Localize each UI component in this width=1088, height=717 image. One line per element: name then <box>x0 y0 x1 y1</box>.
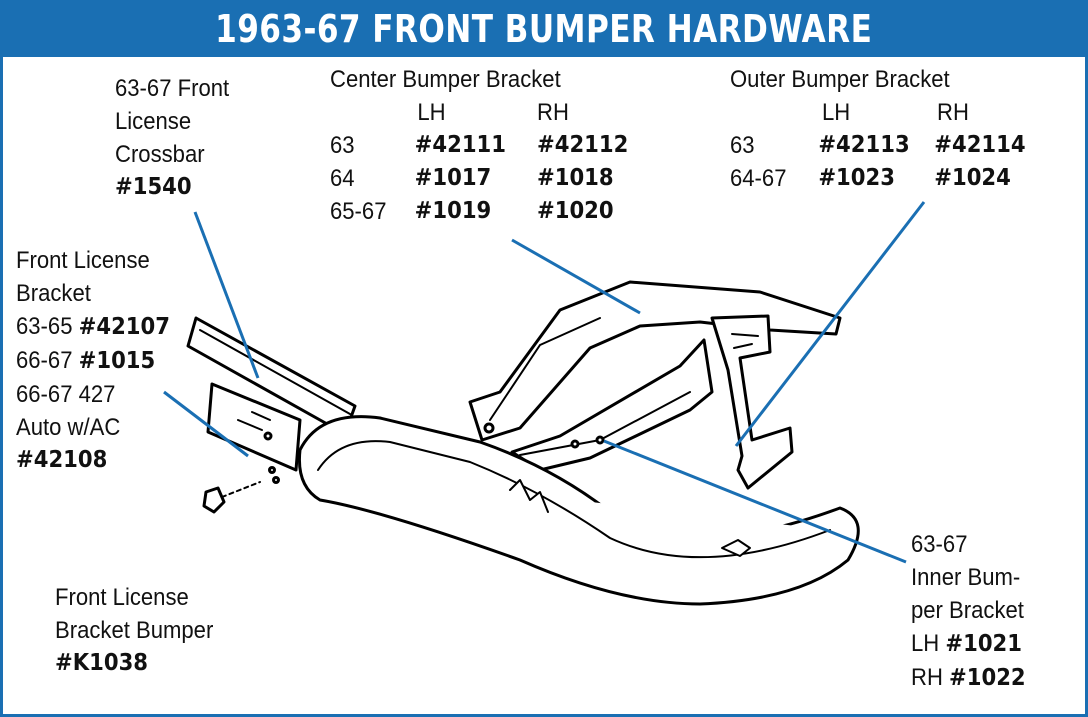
outer-bracket-table: Outer Bumper Bracket LH RH 63 #42113 #42… <box>730 63 1026 203</box>
license-bracket-part-3: #42108 <box>16 447 108 473</box>
inner-bracket-lh-part: #1021 <box>945 631 1023 657</box>
title-bar: 1963-67 FRONT BUMPER HARDWARE <box>0 0 1088 57</box>
license-bracket-line-3: 66-67 427 <box>16 381 116 408</box>
inner-bracket-line-3: per Bracket <box>911 597 1024 624</box>
crossbar-label: 63-67 Front License Crossbar #1540 <box>115 72 229 204</box>
outer-bracket-rh-part: #42114 <box>934 132 1026 158</box>
bracket-bumper-part-number: #K1038 <box>55 650 149 676</box>
license-bracket-line-4: Auto w/AC <box>16 414 121 441</box>
center-bracket-year: 65-67 <box>330 198 387 225</box>
bracket-bumper-line-1: Front License <box>55 584 189 611</box>
leader-line-license-bracket <box>163 390 249 458</box>
crossbar-line-1: 63-67 Front <box>115 75 230 102</box>
outer-bracket-title: Outer Bumper Bracket <box>730 66 950 93</box>
inner-bracket-label: 63-67 Inner Bum- per Bracket LH #1021 RH… <box>911 528 1026 695</box>
center-bracket-lh-header: LH <box>417 99 446 126</box>
center-bracket-lh-part: #1017 <box>414 165 492 191</box>
inner-bracket-line-1: 63-67 <box>911 531 968 558</box>
license-bracket-line-2: Bracket <box>16 280 91 307</box>
outer-bracket-year: 64-67 <box>730 165 787 192</box>
bracket-bumper-label: Front License Bracket Bumper #K1038 <box>55 581 213 680</box>
bracket-bumper-shape <box>202 486 226 514</box>
inner-bracket-line-2: Inner Bum- <box>911 564 1021 591</box>
center-bracket-rh-part: #1020 <box>537 198 614 224</box>
license-bracket-row-1: 63-65 #42107 <box>16 313 170 340</box>
inner-bracket-lh-row: LH #1021 <box>911 630 1023 657</box>
center-bracket-lh-part: #42111 <box>414 132 506 158</box>
license-bracket-part-2: #1015 <box>78 348 156 374</box>
center-bracket-table: Center Bumper Bracket LH RH 63 #42111 #4… <box>330 63 628 233</box>
leader-line-crossbar <box>193 211 260 379</box>
center-bracket-title: Center Bumper Bracket <box>330 66 561 93</box>
bracket-bumper-line-2: Bracket Bumper <box>55 617 214 644</box>
outer-bracket-lh-part: #1023 <box>818 165 895 191</box>
page-title: 1963-67 FRONT BUMPER HARDWARE <box>215 6 873 51</box>
leader-line-outer-bracket <box>734 201 926 447</box>
center-bracket-year: 64 <box>330 165 355 192</box>
leader-line-inner-bracket <box>603 439 907 564</box>
inner-bracket-rh-part: #1022 <box>949 665 1026 691</box>
center-bracket-year: 63 <box>330 132 355 159</box>
crossbar-line-2: License <box>115 108 192 135</box>
license-bracket-row-2: 66-67 #1015 <box>16 347 156 374</box>
center-bracket-rh-part: #1018 <box>537 165 614 191</box>
outer-bracket-rh-header: RH <box>937 99 969 126</box>
outer-bracket-lh-header: LH <box>822 99 851 126</box>
outer-bracket-shape <box>710 314 794 490</box>
crossbar-line-3: Crossbar <box>115 141 205 168</box>
inner-bracket-shape <box>510 338 714 472</box>
leader-line-center-bracket <box>511 238 641 315</box>
outer-bracket-year: 63 <box>730 132 755 159</box>
inner-bracket-rh-row: RH #1022 <box>911 664 1026 691</box>
center-bracket-lh-part: #1019 <box>414 198 492 224</box>
license-bracket-part-1: #42107 <box>78 314 170 340</box>
center-bracket-rh-part: #42112 <box>537 132 629 158</box>
outer-bracket-lh-part: #42113 <box>818 132 910 158</box>
crossbar-part-number: #1540 <box>115 174 192 200</box>
license-bracket-label: Front License Bracket 63-65 #42107 66-67… <box>16 244 170 477</box>
outer-bracket-rh-part: #1024 <box>934 165 1011 191</box>
center-bracket-rh-header: RH <box>537 99 569 126</box>
license-bracket-line-1: Front License <box>16 247 150 274</box>
